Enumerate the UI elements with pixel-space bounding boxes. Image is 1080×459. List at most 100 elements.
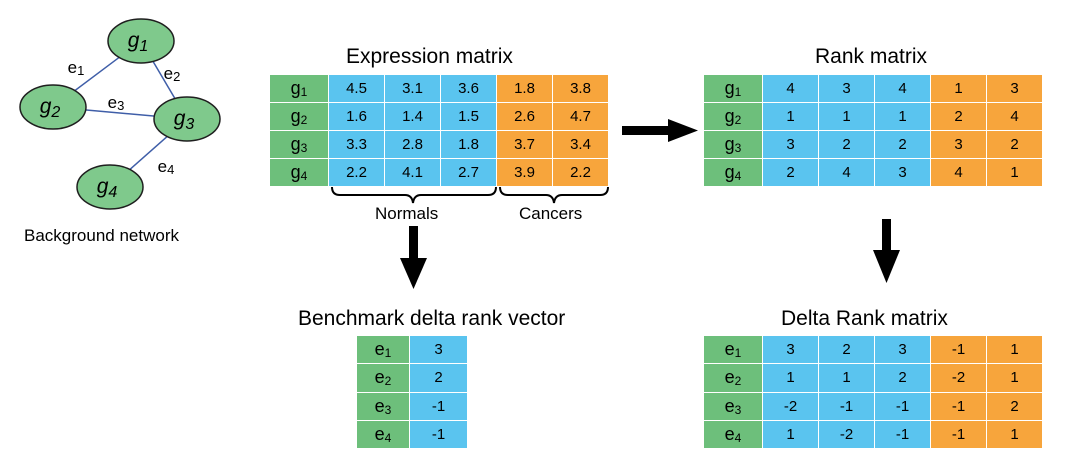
node-g4 (76, 164, 144, 210)
node-g3 (153, 96, 221, 142)
row-label-cell: e4 (704, 420, 762, 448)
arrow-down-left (400, 226, 427, 289)
node-label-g1: g1 (128, 29, 149, 55)
row-label: g2 (724, 106, 742, 127)
vector-value-cell: 2 (410, 364, 467, 392)
cancer-value-cell: 3.4 (553, 131, 608, 158)
network-edge-labels: e1 e2 e3 e4 (68, 58, 181, 177)
row-label-cell: g3 (270, 131, 328, 158)
node-g1 (107, 18, 175, 64)
normal-value-cell: 2.7 (441, 159, 496, 186)
row-label: g3 (724, 134, 742, 155)
row-label: e2 (374, 367, 392, 389)
cancer-value-cell: 2 (931, 103, 986, 130)
cancers-brace (499, 186, 609, 204)
normal-value-cell: 4 (819, 159, 874, 186)
edge-label-e1: e1 (68, 58, 85, 78)
cancer-value-cell: 3 (987, 75, 1042, 102)
cancer-value-cell: 1 (987, 159, 1042, 186)
row-label: g4 (724, 162, 742, 183)
normal-value-cell: 1.6 (329, 103, 384, 130)
row-label-cell: e4 (357, 420, 409, 448)
normal-value-cell: 2.8 (385, 131, 440, 158)
normal-value-cell: 3 (763, 336, 818, 364)
cancer-value-cell: 2 (987, 392, 1042, 420)
cancer-value-cell: 3.8 (553, 75, 608, 102)
background-network-title: Background network (24, 226, 179, 245)
cancer-value-cell: 3.9 (497, 159, 552, 186)
normal-value-cell: -2 (819, 420, 874, 448)
normal-value-cell: 2 (819, 336, 874, 364)
expression-matrix-title: Expression matrix (346, 45, 513, 68)
row-label: g1 (290, 78, 308, 99)
normal-value-cell: 1 (763, 103, 818, 130)
edge-label-e4: e4 (158, 157, 175, 177)
node-label-g3: g3 (174, 107, 195, 133)
cancer-value-cell: 3.7 (497, 131, 552, 158)
delta-rank-matrix-title: Delta Rank matrix (781, 307, 948, 330)
row-label: e1 (724, 339, 742, 361)
cancer-value-cell: -1 (931, 420, 986, 448)
row-label: g1 (724, 78, 742, 99)
cancer-value-cell: -1 (931, 392, 986, 420)
normal-value-cell: 2 (875, 131, 930, 158)
cancer-value-cell: 2.2 (553, 159, 608, 186)
normal-value-cell: -1 (875, 420, 930, 448)
normal-value-cell: 1 (763, 420, 818, 448)
row-label: g3 (290, 134, 308, 155)
arrow-right (622, 119, 698, 142)
normal-value-cell: 1.4 (385, 103, 440, 130)
row-label: e4 (724, 423, 742, 445)
cancer-value-cell: 2.6 (497, 103, 552, 130)
node-label-g2: g2 (40, 95, 61, 121)
normal-value-cell: 3.3 (329, 131, 384, 158)
normal-value-cell: 1 (875, 103, 930, 130)
normal-value-cell: -1 (819, 392, 874, 420)
cancer-value-cell: -2 (931, 364, 986, 392)
cancer-value-cell: 1 (987, 420, 1042, 448)
row-label: e3 (724, 395, 742, 417)
row-label-cell: g2 (704, 103, 762, 130)
edge-label-e2: e2 (164, 64, 181, 84)
normal-value-cell: 3.1 (385, 75, 440, 102)
edge-label-e3: e3 (108, 93, 125, 113)
cancer-value-cell: 1 (931, 75, 986, 102)
vector-value-cell: -1 (410, 420, 467, 448)
cancer-value-cell: 4 (987, 103, 1042, 130)
cancer-value-cell: 1.8 (497, 75, 552, 102)
rank-matrix-title: Rank matrix (815, 45, 928, 68)
cancer-value-cell: 1 (987, 364, 1042, 392)
row-label-cell: g4 (704, 159, 762, 186)
row-label-cell: g1 (704, 75, 762, 102)
row-label-cell: e2 (704, 364, 762, 392)
normal-value-cell: 1.8 (441, 131, 496, 158)
vector-value-cell: 3 (410, 336, 467, 364)
normal-value-cell: 3 (875, 336, 930, 364)
row-label-cell: e1 (357, 336, 409, 364)
background-network-graph: g1 g2 g3 g4 e1 e2 e3 e4 (19, 18, 221, 210)
normal-value-cell: 1 (819, 364, 874, 392)
normals-brace (331, 186, 497, 204)
node-label-g4: g4 (97, 175, 118, 201)
network-nodes: g1 g2 g3 g4 (19, 18, 221, 210)
row-label-cell: g1 (270, 75, 328, 102)
normal-value-cell: 4 (763, 75, 818, 102)
cancers-label: Cancers (519, 204, 583, 223)
normal-value-cell: 3 (763, 131, 818, 158)
normal-value-cell: 2 (875, 364, 930, 392)
normal-value-cell: 3 (819, 75, 874, 102)
normal-value-cell: -1 (875, 392, 930, 420)
normal-value-cell: 1.5 (441, 103, 496, 130)
row-label: e1 (374, 339, 392, 361)
normal-value-cell: 4 (875, 75, 930, 102)
row-label-cell: e2 (357, 364, 409, 392)
arrow-down-right (873, 219, 900, 283)
normal-value-cell: 1 (763, 364, 818, 392)
cancer-value-cell: 4 (931, 159, 986, 186)
cancer-value-cell: 1 (987, 336, 1042, 364)
node-g2 (19, 84, 87, 130)
